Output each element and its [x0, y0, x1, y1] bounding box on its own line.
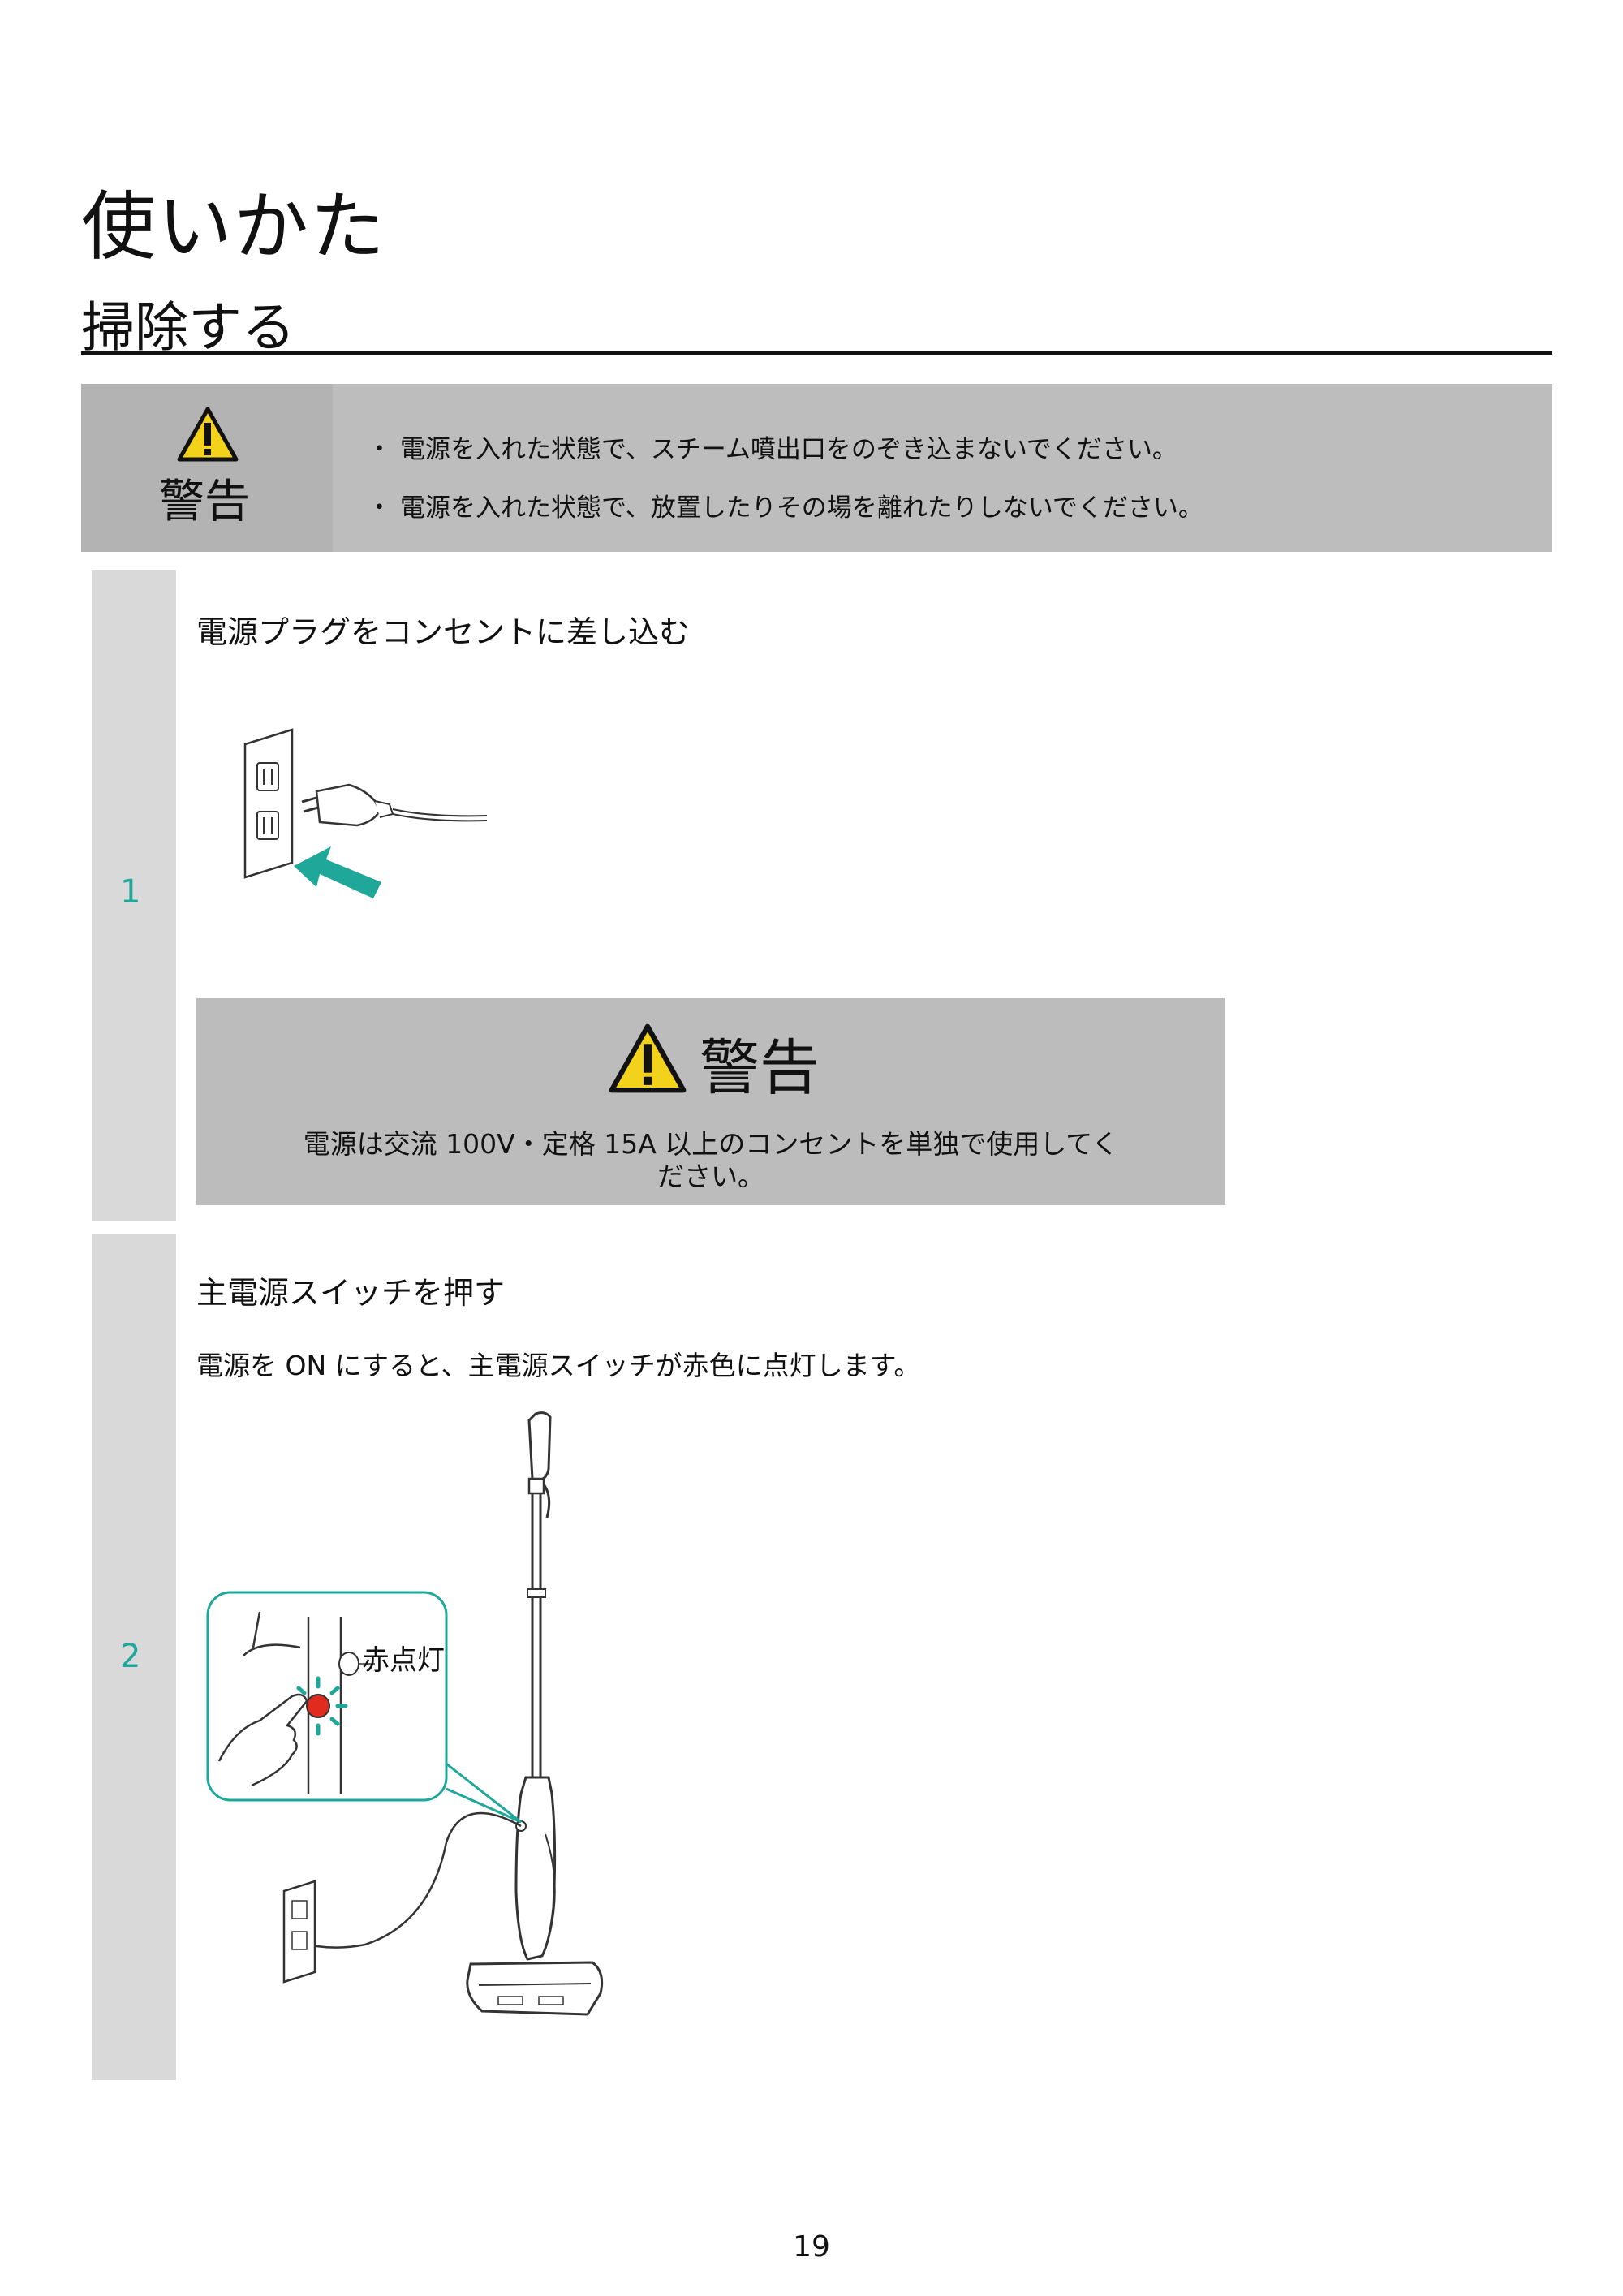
warning-label: 警告: [159, 476, 250, 528]
warning-text: 電源は交流 100V・定格 15A 以上のコンセントを単独で使用してく ださい。: [196, 1128, 1225, 1193]
step-2-bar: [92, 1234, 176, 2080]
steam-mop-illustration: 赤点灯: [206, 1411, 604, 2016]
warning-text-line: ださい。: [657, 1161, 764, 1192]
step-1-warning-box: 警告 電源は交流 100V・定格 15A 以上のコンセントを単独で使用してく だ…: [196, 998, 1225, 1205]
step-1-heading: 電源プラグをコンセントに差し込む: [196, 614, 691, 650]
plug-outlet-illustration: [243, 728, 488, 898]
step-1-bar: [92, 570, 176, 1221]
step-2-heading: 主電源スイッチを押す: [196, 1275, 506, 1311]
callout-label: 赤点灯: [362, 1644, 445, 1677]
warning-triangle-icon: [609, 1023, 687, 1093]
warning-triangle-icon: [177, 407, 239, 462]
warning-label: 警告: [700, 1033, 820, 1103]
warning-item: 電源を入れた状態で、放置したりその場を離れたりしないでください。: [367, 479, 1203, 537]
step-2-number: 2: [120, 1638, 141, 1675]
page-title: 使いかた: [81, 183, 387, 270]
section-heading: 掃除する: [81, 296, 295, 359]
step-2-description: 電源を ON にすると、主電源スイッチが赤色に点灯します。: [196, 1350, 921, 1381]
warning-item: 電源を入れた状態で、スチーム噴出口をのぞき込まないでください。: [367, 420, 1203, 479]
step-1-number: 1: [120, 873, 141, 911]
page-number: 19: [793, 2230, 830, 2264]
warning-text-line: 電源は交流 100V・定格 15A 以上のコンセントを単独で使用してく: [303, 1128, 1119, 1160]
warning-list: 電源を入れた状態で、スチーム噴出口をのぞき込まないでください。 電源を入れた状態…: [367, 420, 1203, 537]
top-warning-box: 警告 電源を入れた状態で、スチーム噴出口をのぞき込まないでください。 電源を入れ…: [81, 384, 1552, 552]
section-divider: [81, 351, 1552, 355]
